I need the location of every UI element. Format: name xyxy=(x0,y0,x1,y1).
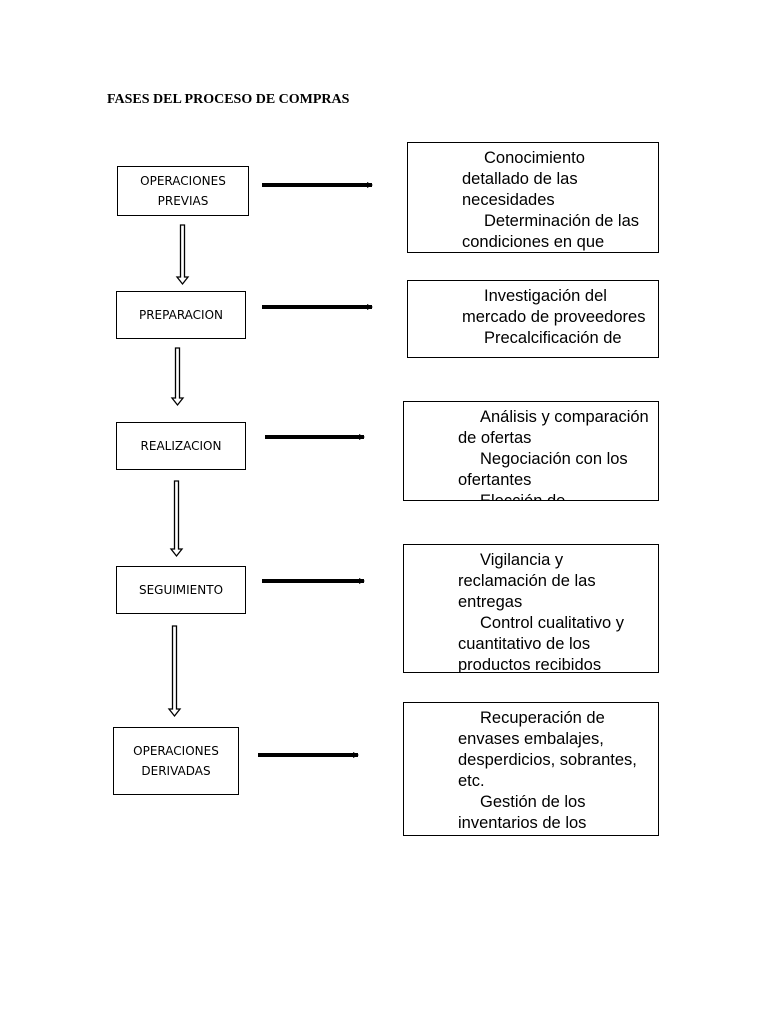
detail-item: Control cualitativo y cuantitativo de lo… xyxy=(458,614,624,673)
phase-box-operaciones-previas: OPERACIONES PREVIAS xyxy=(117,166,249,216)
detail-text: Recuperación de envases embalajes, despe… xyxy=(458,708,656,834)
phase-box-seguimiento: SEGUIMIENTO xyxy=(116,566,246,614)
phase-label-line: SEGUIMIENTO xyxy=(138,583,224,597)
detail-item: Negociación con los ofertantes xyxy=(458,450,628,489)
detail-item: Determinación de las condiciones en que xyxy=(462,212,639,251)
phase-label-line: PREPARACION xyxy=(138,308,224,322)
detail-box-operaciones-previas: Conocimiento detallado de las necesidade… xyxy=(407,142,659,253)
phase-label-line: OPERACIONES xyxy=(133,744,219,758)
arrow-down-4 xyxy=(167,625,182,718)
detail-text: Investigación del mercado de proveedores… xyxy=(462,286,654,349)
phase-label-line: PREVIAS xyxy=(157,194,209,208)
detail-item: Conocimiento detallado de las necesidade… xyxy=(462,149,585,209)
arrow-down-1 xyxy=(175,224,190,286)
phase-box-operaciones-derivadas: OPERACIONES DERIVADAS xyxy=(113,727,239,795)
detail-text: Conocimiento detallado de las necesidade… xyxy=(462,148,654,252)
phase-box-realizacion: REALIZACION xyxy=(116,422,246,470)
right-arrows xyxy=(258,182,373,758)
phase-label-line: REALIZACION xyxy=(140,439,222,453)
down-arrows xyxy=(167,224,190,718)
detail-text: Vigilancia y reclamación de las entregas… xyxy=(458,550,654,673)
page-title: FASES DEL PROCESO DE COMPRAS xyxy=(107,92,350,107)
detail-item: Vigilancia y reclamación de las entregas xyxy=(458,551,596,611)
detail-item: Análisis y comparación de ofertas xyxy=(458,408,649,447)
phase-label-line: OPERACIONES xyxy=(140,174,226,188)
detail-box-operaciones-derivadas: Recuperación de envases embalajes, despe… xyxy=(403,702,659,836)
detail-box-preparacion: Investigación del mercado de proveedores… xyxy=(407,280,659,358)
detail-item: Precalcificación de xyxy=(484,329,622,347)
detail-box-seguimiento: Vigilancia y reclamación de las entregas… xyxy=(403,544,659,673)
detail-text: Análisis y comparación de ofertas Negoci… xyxy=(458,407,654,501)
arrow-down-2 xyxy=(170,347,185,407)
phase-label-line: DERIVADAS xyxy=(141,764,211,778)
detail-item: Elección de proveedores xyxy=(480,492,566,501)
arrow-down-3 xyxy=(169,480,184,558)
phase-box-preparacion: PREPARACION xyxy=(116,291,246,339)
detail-item: Gestión de los inventarios de los xyxy=(458,793,587,832)
detail-item: Recuperación de envases embalajes, despe… xyxy=(458,709,637,790)
detail-item: Investigación del mercado de proveedores xyxy=(462,287,646,326)
detail-box-realizacion: Análisis y comparación de ofertas Negoci… xyxy=(403,401,659,501)
